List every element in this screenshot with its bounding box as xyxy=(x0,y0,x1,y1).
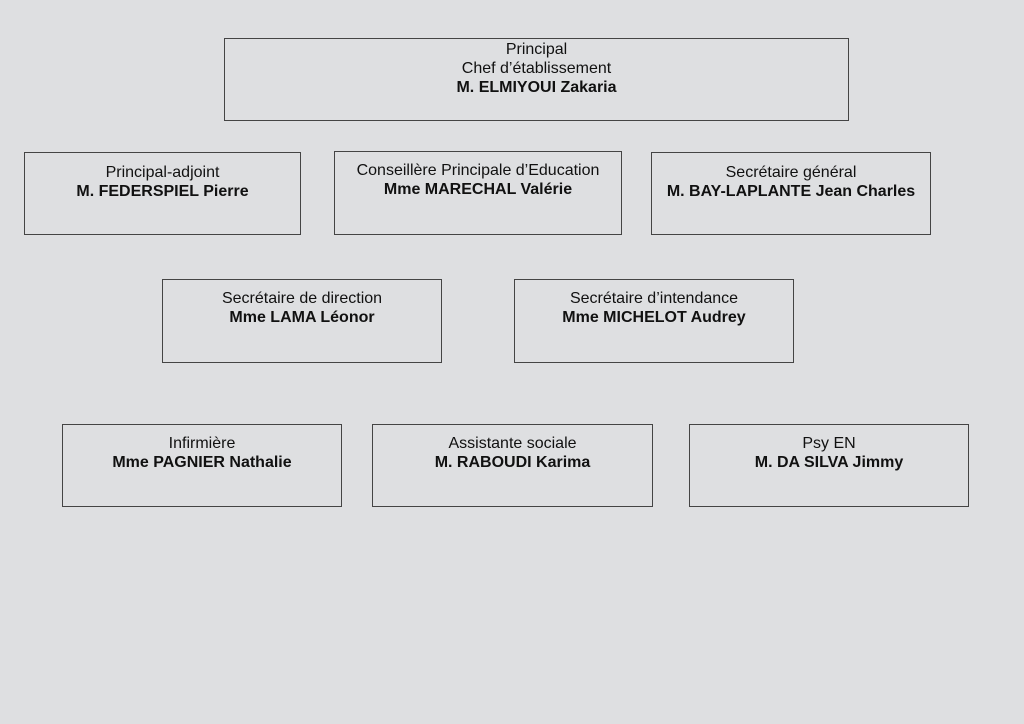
principal-adjoint-role: Principal-adjoint xyxy=(105,164,220,181)
secretaire-direction-role: Secrétaire de direction xyxy=(221,290,383,307)
cpe-name: Mme MARECHAL Valérie xyxy=(383,181,573,198)
principal-adjoint-box: Principal-adjoint M. FEDERSPIEL Pierre xyxy=(24,152,301,235)
psy-en-role: Psy EN xyxy=(802,435,856,452)
secretaire-intendance-box: Secrétaire d’intendance Mme MICHELOT Aud… xyxy=(514,279,794,363)
secretaire-general-role: Secrétaire général xyxy=(725,164,857,181)
psy-en-name: M. DA SILVA Jimmy xyxy=(754,454,904,471)
secretaire-direction-box: Secrétaire de direction Mme LAMA Léonor xyxy=(162,279,442,363)
assistante-sociale-role: Assistante sociale xyxy=(448,435,577,452)
principal-role: Principal xyxy=(505,41,568,58)
cpe-role: Conseillère Principale d’Education xyxy=(356,162,600,179)
infirmiere-name: Mme PAGNIER Nathalie xyxy=(112,454,292,471)
principal-box: Principal Chef d’établissement M. ELMIYO… xyxy=(224,38,849,121)
psy-en-box: Psy EN M. DA SILVA Jimmy xyxy=(689,424,969,507)
secretaire-direction-name: Mme LAMA Léonor xyxy=(229,309,375,326)
secretaire-general-box: Secrétaire général M. BAY-LAPLANTE Jean … xyxy=(651,152,931,235)
principal-subrole: Chef d’établissement xyxy=(461,60,612,77)
infirmiere-role: Infirmière xyxy=(168,435,236,452)
secretaire-intendance-role: Secrétaire d’intendance xyxy=(569,290,739,307)
secretaire-intendance-name: Mme MICHELOT Audrey xyxy=(562,309,746,326)
cpe-box: Conseillère Principale d’Education Mme M… xyxy=(334,151,622,235)
infirmiere-box: Infirmière Mme PAGNIER Nathalie xyxy=(62,424,342,507)
assistante-sociale-box: Assistante sociale M. RABOUDI Karima xyxy=(372,424,653,507)
secretaire-general-name: M. BAY-LAPLANTE Jean Charles xyxy=(666,183,916,200)
assistante-sociale-name: M. RABOUDI Karima xyxy=(434,454,591,471)
principal-adjoint-name: M. FEDERSPIEL Pierre xyxy=(76,183,249,200)
principal-name: M. ELMIYOUI Zakaria xyxy=(456,79,617,96)
